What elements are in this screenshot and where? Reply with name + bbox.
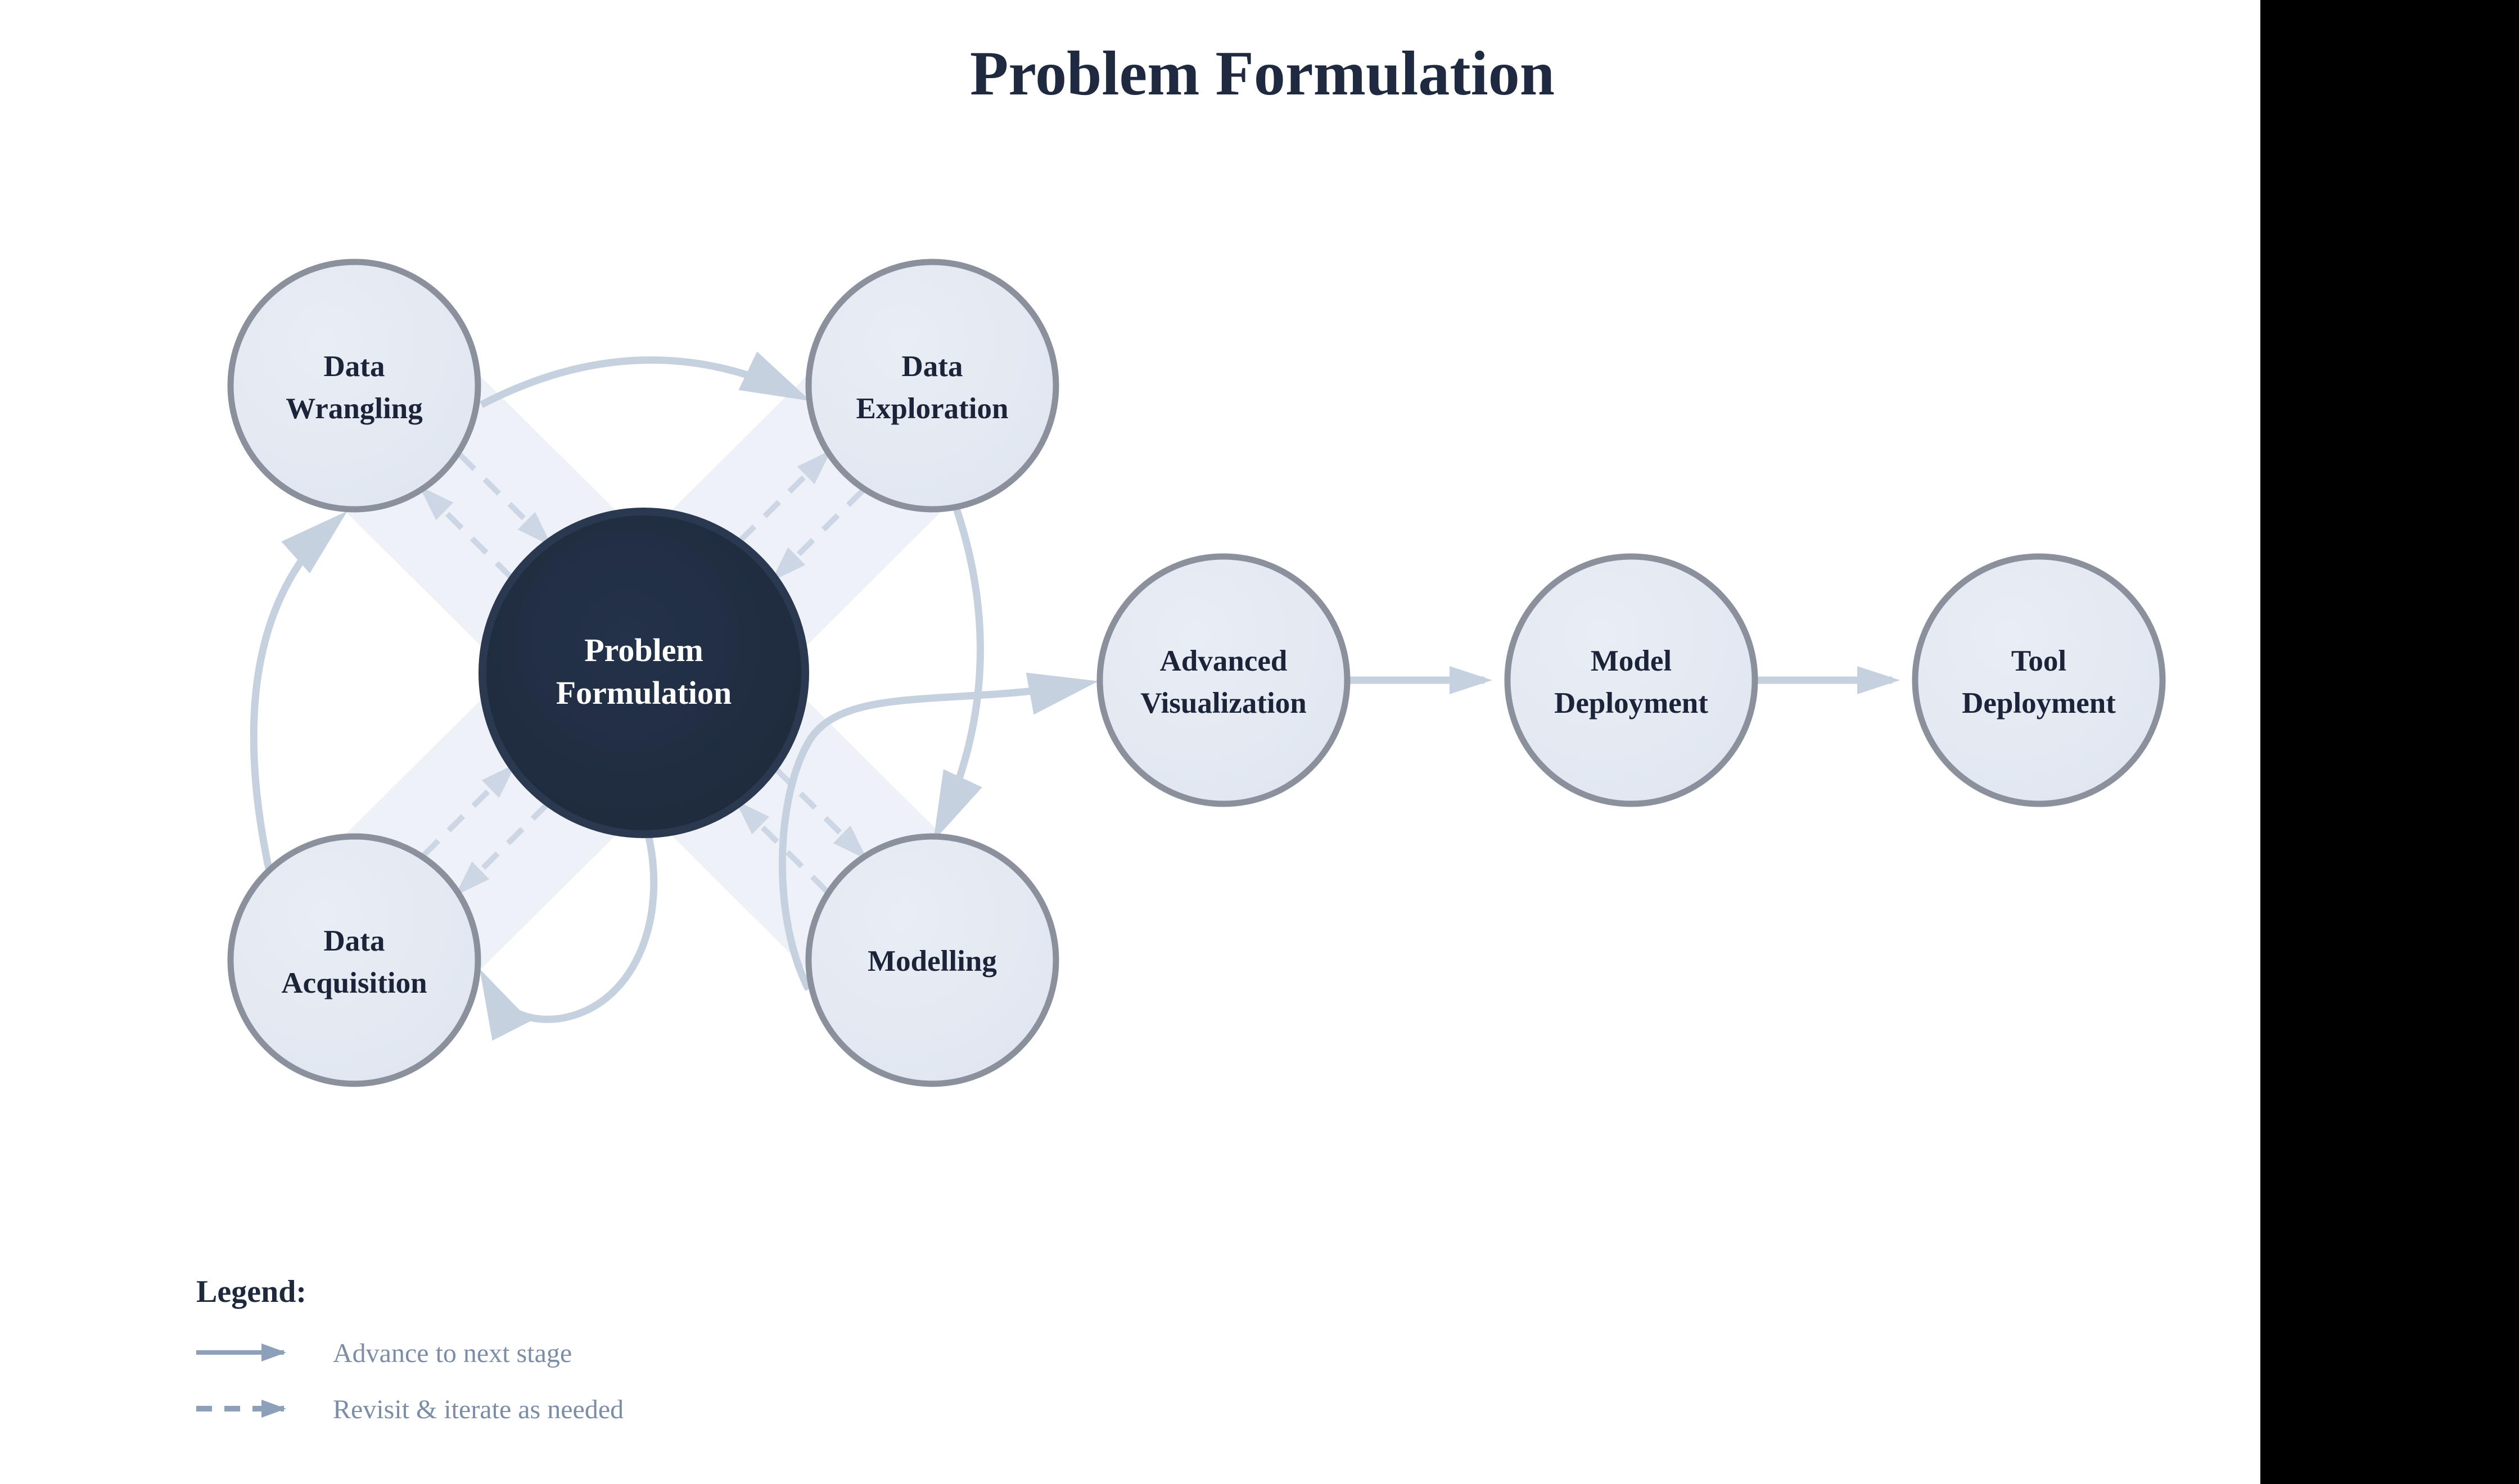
node-label-line2: Exploration: [856, 392, 1009, 425]
node-label-line2: Deployment: [1962, 687, 2116, 720]
node-tool-deployment: Tool Deployment: [1912, 553, 2166, 807]
hub-label-line1: Problem: [584, 632, 703, 668]
node-label-line2: Visualization: [1140, 687, 1306, 720]
node-label-line2: Acquisition: [281, 967, 427, 999]
arrow-hub-to-data-acquisition: [480, 831, 658, 1041]
node-label-line1: Advanced: [1160, 645, 1288, 677]
legend-item-label: Revisit & iterate as needed: [333, 1395, 624, 1424]
right-black-panel: [2260, 0, 2519, 1484]
node-circle: [227, 259, 481, 513]
node-label-line1: Data: [324, 350, 385, 383]
node-circle: [805, 833, 1059, 1087]
node-label-line1: Tool: [2011, 645, 2066, 677]
legend-heading: Legend:: [196, 1274, 306, 1309]
node-model-deployment: Model Deployment: [1504, 553, 1758, 807]
node-label-line1: Modelling: [868, 945, 997, 978]
node-circle: [1096, 553, 1351, 807]
node-data-wrangling: Data Wrangling: [227, 259, 481, 513]
node-label-line1: Model: [1591, 645, 1672, 677]
node-data-exploration: Data Exploration: [805, 259, 1059, 513]
legend-item-label: Advance to next stage: [333, 1338, 572, 1368]
node-modelling: Modelling: [805, 833, 1059, 1087]
arrow-data-acquisition-to-data-wrangling: [250, 510, 347, 870]
legend-item-advance: Advance to next stage: [196, 1338, 572, 1368]
node-data-acquisition: Data Acquisition: [227, 833, 481, 1087]
node-circle: [805, 259, 1059, 513]
legend: Legend: Advance to next stage Revisit & …: [196, 1274, 624, 1424]
node-circle: [227, 833, 481, 1087]
legend-item-revisit: Revisit & iterate as needed: [196, 1395, 624, 1424]
hub-label-line2: Formulation: [556, 675, 732, 711]
arrow-modelling-to-advanced-visualization: [779, 672, 1099, 991]
node-circle: [1504, 553, 1758, 807]
node-label-line1: Data: [324, 925, 385, 957]
hub-circle: [478, 508, 809, 838]
node-problem-formulation-hub: Problem Formulation: [478, 508, 809, 838]
node-advanced-visualization: Advanced Visualization: [1096, 553, 1351, 807]
node-label-line2: Deployment: [1554, 687, 1708, 720]
advance-arrows: [250, 351, 1900, 1041]
node-label-line2: Wrangling: [286, 392, 422, 425]
arrow-data-wrangling-to-data-exploration: [479, 351, 811, 408]
page-title: Problem Formulation: [970, 39, 1555, 108]
node-circle: [1912, 553, 2166, 807]
node-label-line1: Data: [902, 350, 963, 383]
arrow-data-exploration-to-modelling: [933, 505, 984, 841]
